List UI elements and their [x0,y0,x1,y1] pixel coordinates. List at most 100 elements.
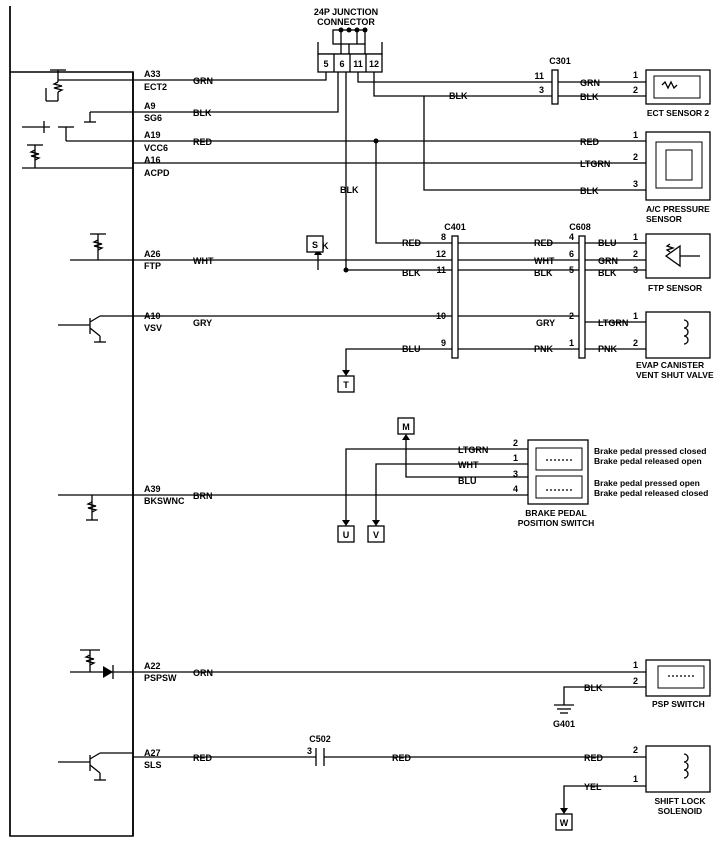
brake-pin-1: 1 [513,453,518,463]
wire-label: BLK [584,683,603,693]
ecm-pin-a9-name: SG6 [144,113,162,123]
ecm-pin-a33-name: ECT2 [144,82,167,92]
ecm-pin-a22-name: PSPSW [144,673,177,683]
wire-label: GRN [580,78,600,88]
wire-label: BLK [598,268,617,278]
wire-label: GRY [193,318,212,328]
sls-pin-2: 2 [633,745,638,755]
connector-c502-label: C502 [309,734,331,744]
brake-note-4: Brake pedal released closed [594,488,708,498]
wire-label: BLK [580,92,599,102]
wire-label: BLU [598,238,617,248]
brake-note-2: Brake pedal released open [594,456,702,466]
acp-pin-2: 2 [633,152,638,162]
wire-label: GRN [598,256,618,266]
ect-pin-2: 2 [633,85,638,95]
wire-label: LTGRN [458,445,488,455]
ect-sensor-label: ECT SENSOR 2 [647,108,710,118]
ecm-pin-a39: A39 [144,484,161,494]
wire-label: RED [584,753,604,763]
connector-pin: 3 [307,746,312,756]
wire-label: BRN [193,491,213,501]
wire-label: RED [402,238,422,248]
brake-pin-4: 4 [513,484,518,494]
evap-pin-1: 1 [633,311,638,321]
ecm-pin-a27: A27 [144,748,161,758]
ecm-internal-circuits [22,69,133,781]
ecm-pin-labels: A33 ECT2 A9 SG6 A19 VCC6 A16 ACPD A26 FT… [144,69,185,770]
ground-label: G401 [553,719,575,729]
wire-label: BLK [193,108,212,118]
ftp-sensor: 1 2 3 FTP SENSOR [633,232,711,293]
ecm-pin-a19: A19 [144,130,161,140]
connector-pin: 12 [436,249,446,259]
connector-pin: 2 [569,311,574,321]
sls-label-1: SHIFT LOCK [655,796,707,806]
ect-pin-1: 1 [633,70,638,80]
connector-pin: 10 [436,311,446,321]
wire-label: GRY [536,318,555,328]
ecm-pin-a16-name: ACPD [144,168,170,178]
wire-label: WHT [458,460,479,470]
psp-switch: 1 2 PSP SWITCH [633,659,711,709]
evap-label-2: VENT SHUT VALVE [636,370,714,380]
ref-m: M [402,422,410,432]
ecm-pin-a33: A33 [144,69,161,79]
wire-label: PNK [534,344,554,354]
connector-c301-label: C301 [549,56,571,66]
connector-pin: 5 [569,265,574,275]
wire-label: RED [193,137,213,147]
ecm-pin-a26-name: FTP [144,261,161,271]
ftp-label: FTP SENSOR [648,283,702,293]
connector-c301: C301 11 3 [534,56,571,105]
junction-title-1: 24P JUNCTION [314,7,378,17]
connector-pin: 9 [441,338,446,348]
connector-pin: 11 [534,71,544,81]
wire-label: RED [193,753,213,763]
psp-label: PSP SWITCH [652,699,705,709]
ref-s: S [312,240,318,250]
connector-c608-label: C608 [569,222,591,232]
psp-pin-2: 2 [633,676,638,686]
acp-label-2: SENSOR [646,214,682,224]
brake-pin-3: 3 [513,469,518,479]
ac-pressure-sensor: 1 2 3 A/C PRESSURE SENSOR [633,130,711,224]
ref-t: T [343,380,349,390]
connector-c401: C401 8 12 11 10 9 [436,222,466,359]
junction-pin-5: 5 [323,59,328,69]
acp-pin-3: 3 [633,179,638,189]
wire-label: BLK [402,268,421,278]
wire-label: GRN [193,76,213,86]
ecm-pin-a19-name: VCC6 [144,143,168,153]
wire-label: RED [392,753,412,763]
ecm-pin-a9: A9 [144,101,156,111]
wire-label: PNK [598,344,618,354]
wire-label: WHT [534,256,555,266]
wire-label: RED [534,238,554,248]
wire-label: BLK [534,268,553,278]
sls-label-2: SOLENOID [658,806,702,816]
shift-lock-solenoid: 2 1 SHIFT LOCK SOLENOID [633,745,711,816]
connector-c502: C502 3 [307,734,331,766]
evap-vent-valve: 1 2 EVAP CANISTER VENT SHUT VALVE [633,311,714,380]
ecm-pin-a10-name: VSV [144,323,162,333]
brake-label-2: POSITION SWITCH [518,518,595,528]
connector-pin: 11 [436,265,446,275]
connector-pin: 4 [569,232,574,242]
junction-pin-12: 12 [369,59,379,69]
reference-boxes: S T M U V W [306,235,573,831]
connector-pin: 3 [539,85,544,95]
psp-pin-1: 1 [633,660,638,670]
connector-c401-label: C401 [444,222,466,232]
ecm-pin-a27-name: SLS [144,760,162,770]
sls-pin-1: 1 [633,774,638,784]
junction-pin-6: 6 [339,59,344,69]
ect-sensor-2: 1 2 ECT SENSOR 2 [633,69,711,118]
brake-pin-2: 2 [513,438,518,448]
wire-color-labels: GRN BLK RED WHT GRY BRN ORN RED BLK BLK … [193,76,628,792]
wire-label: ORN [193,668,213,678]
evap-label-1: EVAP CANISTER [636,360,704,370]
wire-label: LTGRN [598,318,628,328]
acp-pin-1: 1 [633,130,638,140]
